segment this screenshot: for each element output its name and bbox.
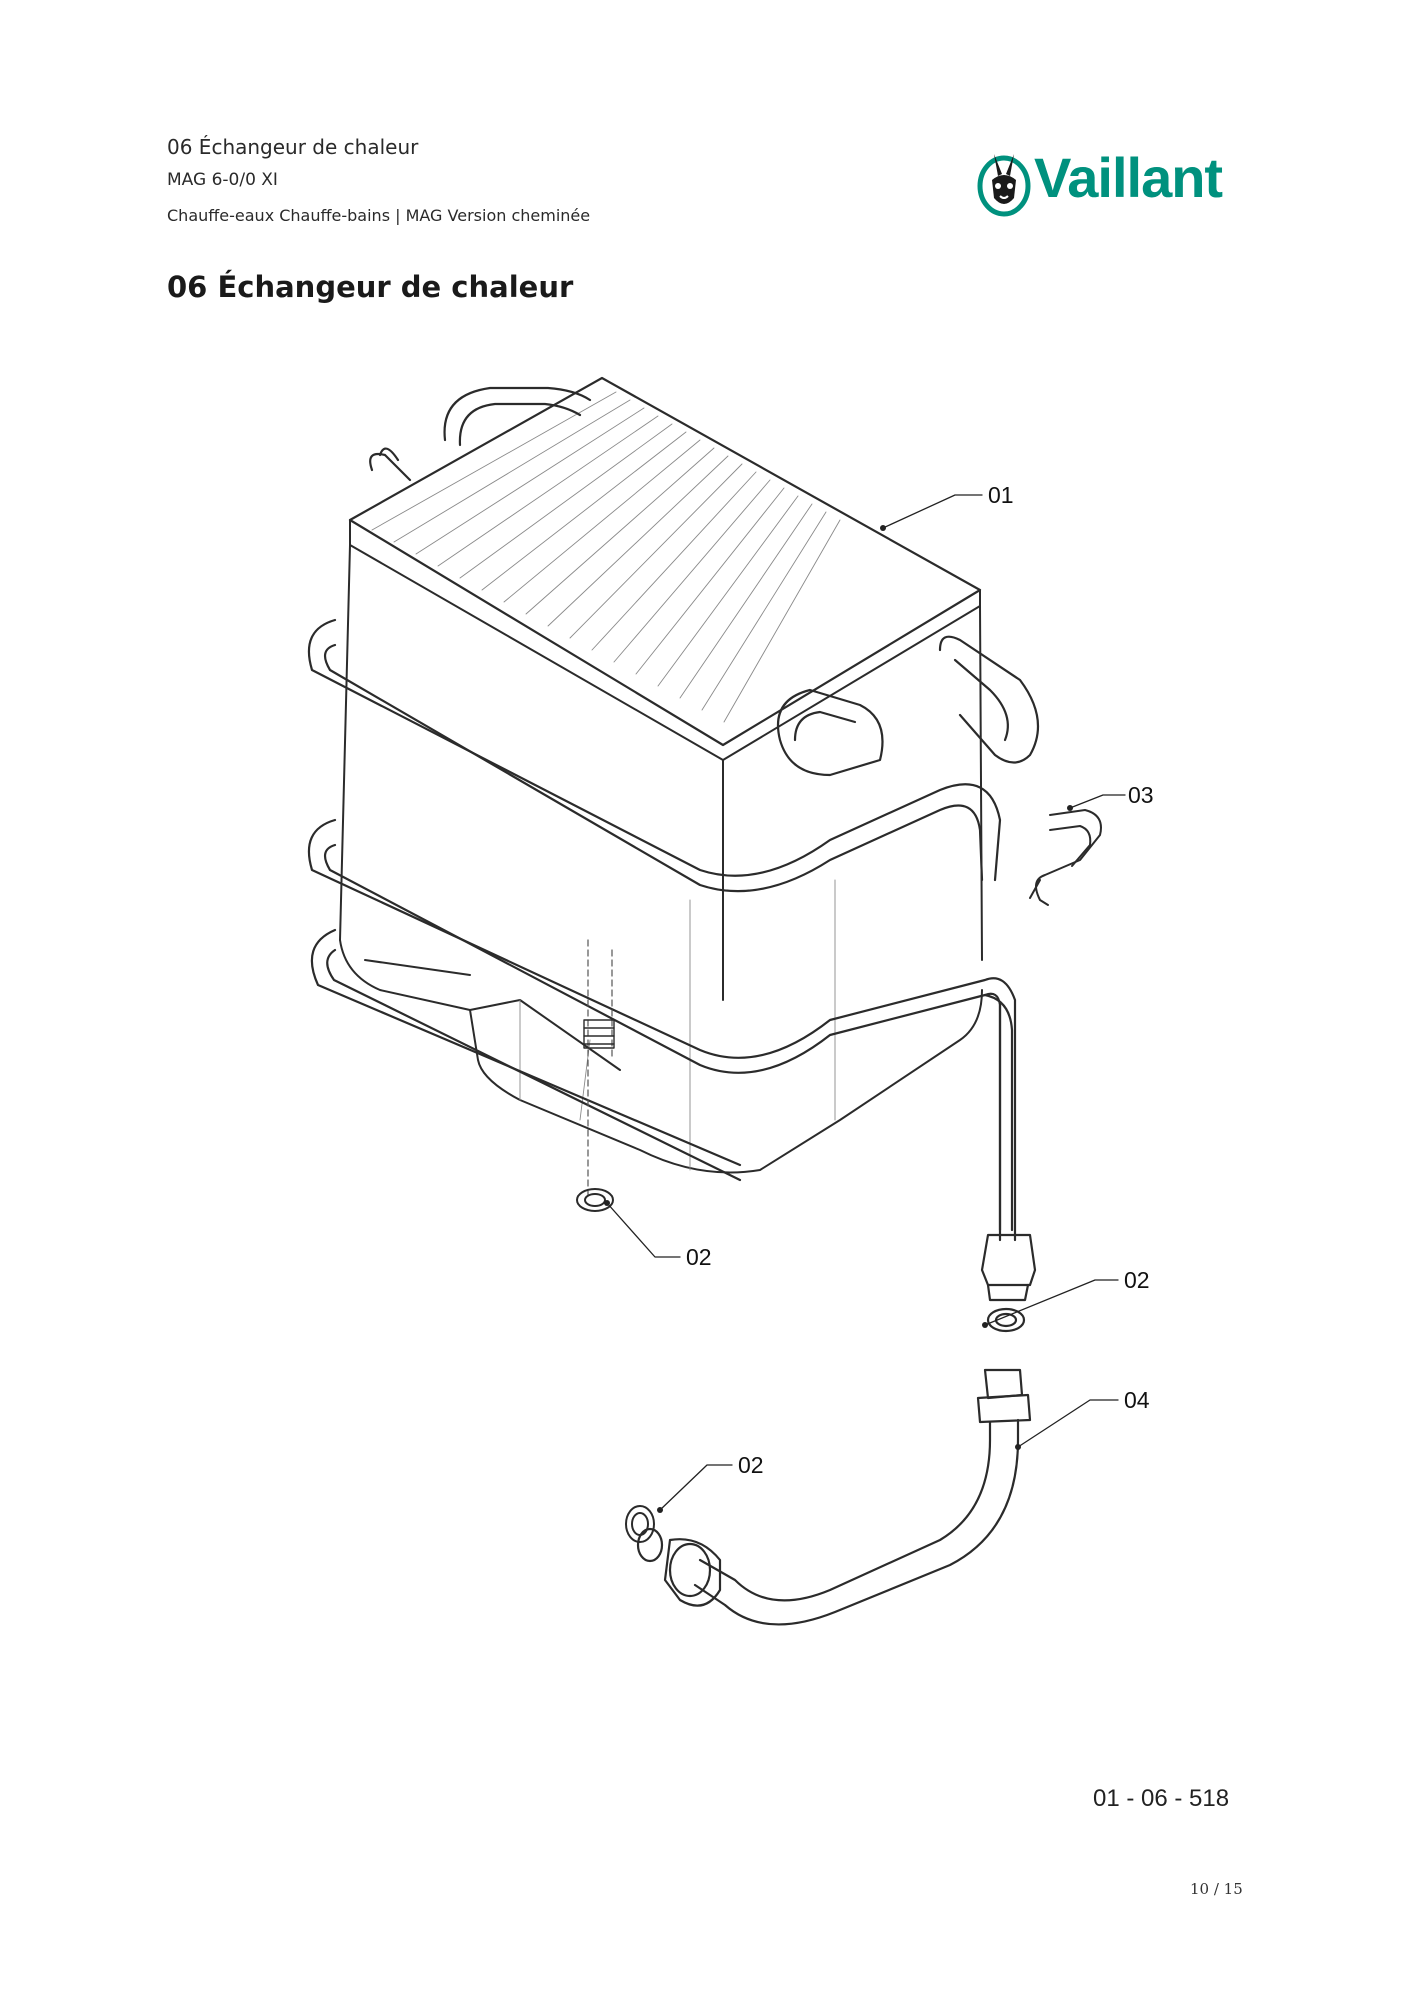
header-section: 06 Échangeur de chaleur [167, 135, 419, 159]
clip-03 [1029, 809, 1102, 906]
callout-02-outlet: 02 [1124, 1267, 1150, 1293]
page-title: 06 Échangeur de chaleur [167, 270, 574, 304]
callout-02-pipe-end: 02 [738, 1452, 764, 1478]
callout-03: 03 [1128, 782, 1154, 808]
drawing-reference: 01 - 06 - 518 [1093, 1785, 1230, 1812]
heat-exchanger-water-tube [307, 618, 1017, 1242]
hare-logo-icon [977, 154, 1031, 217]
seal-ring-02c [625, 1505, 655, 1543]
brand-logo: Vaillant [976, 140, 1246, 220]
leader-lines [606, 494, 1126, 1511]
outlet-pipe [980, 993, 1037, 1333]
leader-dots [604, 525, 1073, 1513]
callout-02-drain: 02 [686, 1244, 712, 1270]
top-pipe-loops [369, 386, 1040, 777]
seal-ring-02a [576, 1188, 614, 1212]
header-category: Chauffe-eaux Chauffe-bains | MAG Version… [167, 206, 591, 225]
small-fitting [583, 1019, 615, 1049]
heat-exchanger-body [339, 376, 983, 1174]
callout-01: 01 [988, 482, 1014, 508]
drain-plug-dashed [587, 939, 613, 1201]
connection-pipe-04 [636, 1368, 1032, 1626]
callout-04: 04 [1124, 1387, 1150, 1413]
header-model: MAG 6-0/0 XI [167, 170, 278, 190]
brand-name: Vaillant [1034, 146, 1223, 209]
page-number: 10 / 15 [1190, 1880, 1243, 1898]
